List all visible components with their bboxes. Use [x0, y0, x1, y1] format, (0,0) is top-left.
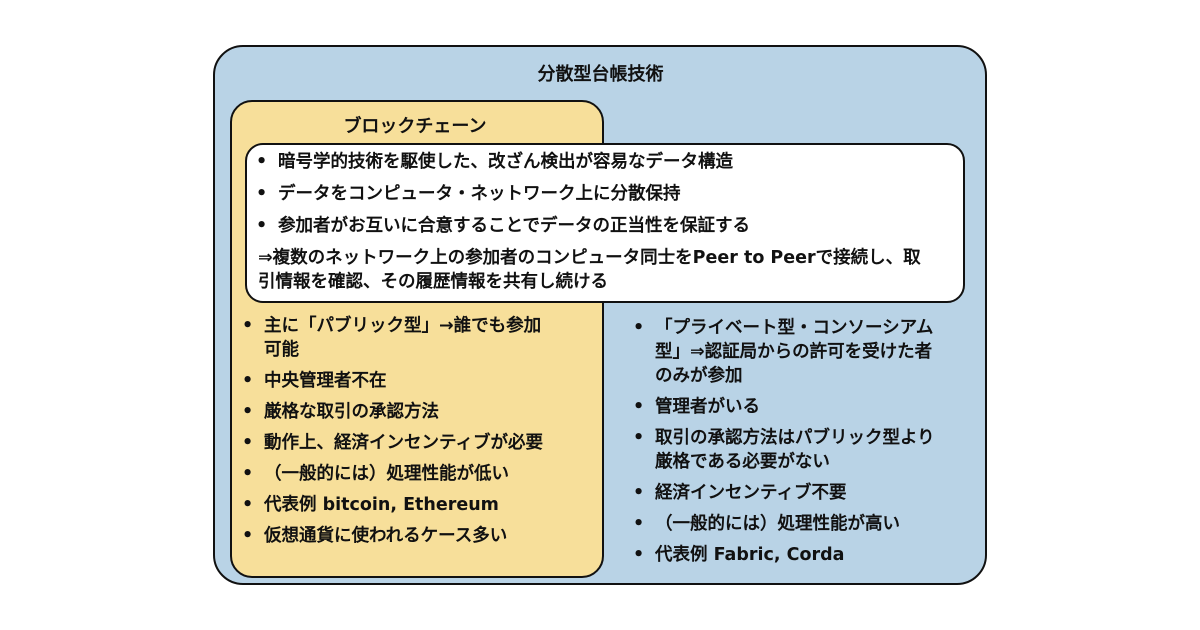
bullet: •: [633, 483, 645, 503]
distributed-ledger-title: 分散型台帳技術: [537, 64, 664, 85]
list-item: • 取引の承認方法はパブリック型より厳格である必要がない: [633, 426, 945, 474]
list-item: • 厳格な取引の承認方法: [242, 400, 572, 424]
bullet: •: [633, 428, 645, 448]
list-item: • （一般的には）処理性能が低い: [242, 462, 572, 486]
item-text: 厳格な取引の承認方法: [264, 402, 439, 422]
common-features-list: • 暗号学的技術を駆使した、改ざん検出が容易なデータ構造 • データをコンピュータ・…: [256, 150, 956, 294]
item-text: 暗号学的技術を駆使した、改ざん検出が容易なデータ構造: [278, 152, 733, 172]
item-text: 管理者がいる: [655, 397, 760, 417]
item-text: 仮想通貨に使われるケース多い: [264, 526, 508, 546]
item-text: データをコンピュータ・ネットワーク上に分散保持: [278, 184, 681, 204]
bullet: •: [242, 526, 254, 546]
item-text: 参加者がお互いに合意することでデータの正当性を保証する: [278, 216, 750, 236]
bullet: •: [242, 371, 254, 391]
blockchain-title: ブロックチェーン: [343, 116, 487, 137]
list-item: • 代表例 bitcoin, Ethereum: [242, 493, 572, 517]
bullet: •: [242, 433, 254, 453]
bullet: •: [633, 397, 645, 417]
bullet: •: [633, 545, 645, 565]
bullet: •: [633, 318, 645, 338]
item-text: 「プライベート型・コンソーシアム型」⇒認証局からの許可を受けた者のみが参加: [655, 318, 934, 386]
bullet: •: [256, 152, 268, 172]
list-item: • 代表例 Fabric, Corda: [633, 543, 963, 567]
common-features-box: [245, 143, 965, 303]
list-item: • 「プライベート型・コンソーシアム型」⇒認証局からの許可を受けた者のみが参加: [633, 316, 945, 388]
private-features-list: • 「プライベート型・コンソーシアム型」⇒認証局からの許可を受けた者のみが参加 •…: [633, 316, 963, 574]
list-item: • 仮想通貨に使われるケース多い: [242, 524, 572, 548]
bullet: •: [242, 464, 254, 484]
item-text: 主に「パブリック型」→誰でも参加可能: [264, 316, 542, 360]
item-text: 中央管理者不在: [264, 371, 387, 391]
bullet: •: [242, 402, 254, 422]
item-text: 経済インセンティブ不要: [655, 483, 847, 503]
list-item: • 主に「パブリック型」→誰でも参加可能: [242, 314, 554, 362]
list-item: • （一般的には）処理性能が高い: [633, 512, 963, 536]
bullet: •: [242, 316, 254, 336]
public-features-list: • 主に「パブリック型」→誰でも参加可能 • 中央管理者不在 • 厳格な取引の承認方法…: [242, 314, 572, 555]
item-text: 取引の承認方法はパブリック型より厳格である必要がない: [655, 428, 935, 472]
bullet: •: [633, 514, 645, 534]
common-note: ⇒複数のネットワーク上の参加者のコンピュータ同士をPeer to Peerで接続…: [258, 248, 921, 292]
bullet: •: [242, 495, 254, 515]
bullet: •: [256, 216, 268, 236]
item-text: （一般的には）処理性能が低い: [264, 464, 509, 484]
list-item: • 中央管理者不在: [242, 369, 572, 393]
list-item: • 経済インセンティブ不要: [633, 481, 963, 505]
item-text: 代表例 bitcoin, Ethereum: [264, 495, 499, 515]
list-item: • 動作上、経済インセンティブが必要: [242, 431, 572, 455]
item-text: 動作上、経済インセンティブが必要: [264, 433, 543, 453]
list-item: • 管理者がいる: [633, 395, 963, 419]
list-item: • 暗号学的技術を駆使した、改ざん検出が容易なデータ構造: [256, 150, 956, 174]
item-text: 代表例 Fabric, Corda: [655, 545, 845, 565]
bullet: •: [256, 184, 268, 204]
item-text: （一般的には）処理性能が高い: [655, 514, 900, 534]
list-item: • データをコンピュータ・ネットワーク上に分散保持: [256, 182, 956, 206]
list-item: • 参加者がお互いに合意することでデータの正当性を保証する: [256, 214, 956, 238]
